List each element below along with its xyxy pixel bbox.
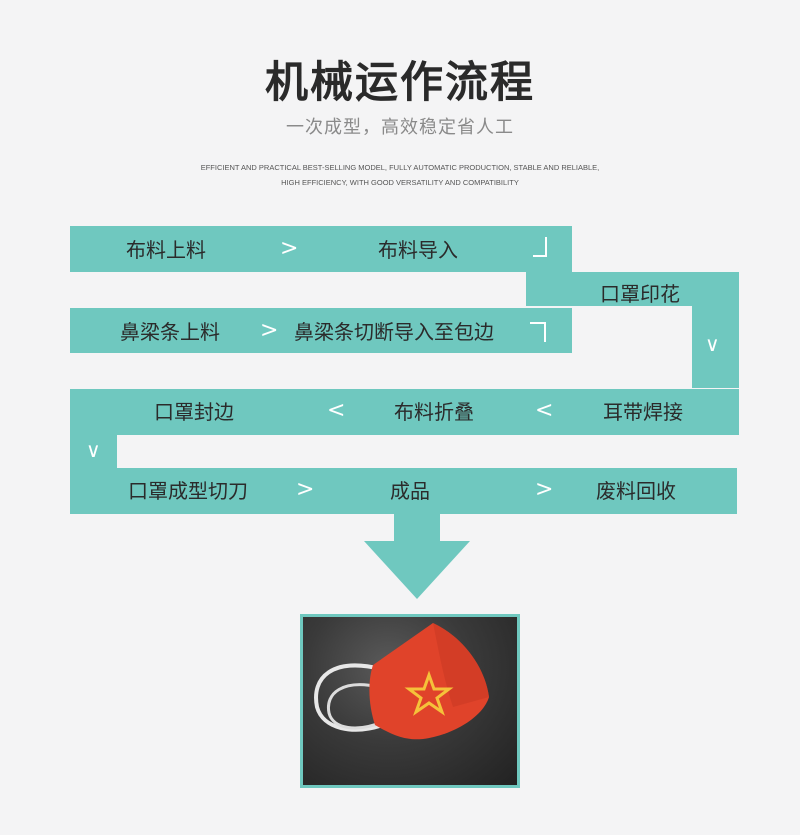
down-arrow-shaft <box>394 514 440 542</box>
flow-bar-right-vertical <box>692 306 739 388</box>
step-finished-product: 成品 <box>390 479 430 503</box>
step-mask-forming-cutter: 口罩成型切刀 <box>128 479 248 503</box>
arrow-down-icon: ∨ <box>86 438 101 462</box>
page-subtitle: 一次成型，高效稳定省人工 <box>286 117 514 138</box>
corner-down-left-icon <box>533 237 547 257</box>
arrow-left-icon: < <box>327 398 346 423</box>
arrow-down-icon: ∨ <box>705 332 720 356</box>
flow-bar-left-vertical <box>70 435 117 468</box>
step-nose-bridge-cut-import: 鼻梁条切断导入至包边 <box>294 320 494 344</box>
step-nose-bridge-loading: 鼻梁条上料 <box>120 320 220 344</box>
arrow-right-icon: > <box>535 477 554 502</box>
flow-bar-row2-right <box>526 272 739 306</box>
flow-bar-row1 <box>70 226 572 272</box>
step-ear-loop-welding: 耳带焊接 <box>603 400 683 424</box>
step-fabric-import: 布料导入 <box>378 238 458 262</box>
arrow-left-icon: < <box>535 398 554 423</box>
english-line-2: HIGH EFFICIENCY, WITH GOOD VERSATILITY A… <box>281 178 519 187</box>
arrow-right-icon: > <box>280 236 299 261</box>
step-fabric-folding: 布料折叠 <box>394 400 474 424</box>
step-waste-recycling: 废料回收 <box>596 479 676 503</box>
step-mask-edge-sealing: 口罩封边 <box>154 400 234 424</box>
down-arrow-head <box>364 541 470 599</box>
product-photo-frame <box>300 614 520 788</box>
flow-bar-row3 <box>70 308 572 353</box>
arrow-right-icon: > <box>296 477 315 502</box>
product-photo <box>303 617 517 785</box>
english-description: EFFICIENT AND PRACTICAL BEST-SELLING MOD… <box>0 160 800 190</box>
arrow-right-icon: > <box>260 318 279 343</box>
step-fabric-loading: 布料上料 <box>126 238 206 262</box>
step-mask-printing: 口罩印花 <box>600 282 680 306</box>
corner-top-right-icon <box>530 322 546 342</box>
page-title: 机械运作流程 <box>265 58 535 108</box>
mask-illustration <box>314 623 489 740</box>
flow-bar-row4 <box>70 389 739 435</box>
flow-bar-row5 <box>70 468 737 514</box>
english-line-1: EFFICIENT AND PRACTICAL BEST-SELLING MOD… <box>200 163 600 172</box>
